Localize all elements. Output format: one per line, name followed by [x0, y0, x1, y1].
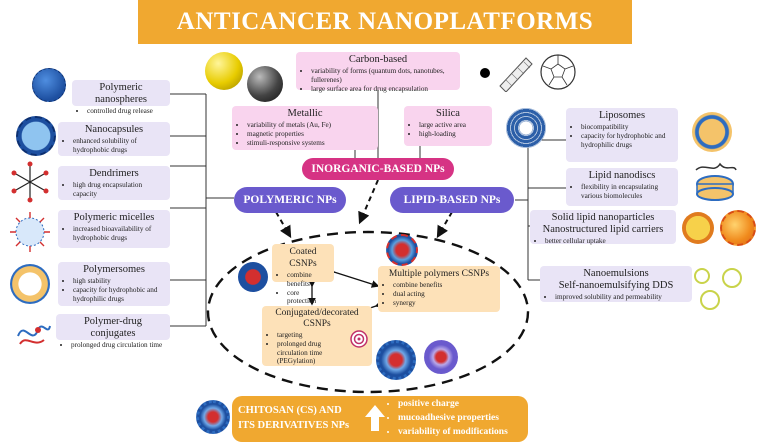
nanosphere-icon	[32, 68, 66, 102]
inorganic-category-label: INORGANIC-BASED NPs	[302, 158, 454, 180]
silica-title: Silica	[436, 108, 460, 119]
metallic-bullet: stimuli-responsive systems	[247, 139, 373, 148]
chitosan-banner: CHITOSAN (CS) AND ITS DERIVATIVES NPs po…	[232, 396, 528, 442]
metallic-bullet: variability of metals (Au, Fe)	[247, 121, 373, 130]
nanotube-icon	[499, 57, 533, 92]
chitosan-property: positive charge	[398, 397, 508, 411]
nanodiscs-title: Lipid nanodiscs	[588, 170, 656, 181]
fullerene-icon	[540, 54, 576, 90]
iron-nanoparticle-icon	[247, 66, 283, 102]
polymer-drug-conjugate-icon	[17, 325, 51, 345]
coated-bullet: core protection	[287, 289, 329, 307]
nanospheres-bullet: controlled drug release	[87, 107, 165, 116]
conjugated-bullet: prolonged drug circulation time (PEGylat…	[277, 340, 349, 366]
sln-title: Solid lipid nanoparticles	[551, 212, 655, 223]
solid-lipid-nanoparticles-box: Solid lipid nanoparticles Nanostructured…	[530, 210, 676, 246]
dendrimers-box: Dendrimers high drug encapsulation capac…	[58, 166, 170, 200]
dendrimers-title: Dendrimers	[89, 168, 139, 179]
nanoemulsion-icon	[722, 268, 742, 288]
polymersomes-title: Polymersomes	[83, 264, 145, 275]
conjugates-bullet: prolonged drug circulation time	[71, 341, 165, 350]
conjugates-title: Polymer-drug conjugates	[83, 316, 143, 339]
silica-box: Silica large active areahigh-loading	[404, 106, 492, 146]
polymer-drug-conjugates-box: Polymer-drug conjugates prolonged drug c…	[56, 314, 170, 349]
multiple-polymers-csnp-icon	[386, 234, 418, 266]
carbon-based-box: Carbon-based variability of forms (quant…	[296, 52, 460, 93]
coated-csnps-box: Coated CSNPs combine benefitscore protec…	[272, 244, 334, 305]
liposome-icon	[692, 112, 732, 152]
liposomes-title: Liposomes	[598, 110, 646, 121]
multiple-bullet: dual acting	[393, 290, 495, 299]
page-title: ANTICANCER NANOPLATFORMS	[138, 0, 632, 44]
coated-csnp-icon	[238, 262, 268, 292]
nanospheres-title: Polymeric nanospheres	[95, 82, 147, 105]
solid-lipid-nanoparticle-icon	[682, 212, 714, 244]
silica-bullet: large active area	[419, 121, 487, 130]
chitosan-label-line1: CHITOSAN (CS) AND	[238, 405, 342, 416]
nanoemulsions-bullet: improved solubility and permeability	[555, 293, 687, 302]
nanoemulsion-icon	[694, 268, 710, 284]
polymeric-micelles-box: Polymeric micelles increased bioavailabi…	[58, 210, 170, 248]
polymersomes-bullet: capacity for hydrophobic and hydrophilic…	[73, 286, 165, 304]
nanoemulsion-icon	[700, 290, 720, 310]
micelle-icon	[10, 212, 50, 252]
csnp-icon	[424, 340, 458, 374]
liposomes-box: Liposomes biocompatibilitycapacity for h…	[566, 108, 678, 162]
multiple-bullet: combine benefits	[393, 281, 495, 290]
conjugated-bullet: targeting	[277, 331, 349, 340]
snedds-title: Self-nanoemulsifying DDS	[558, 280, 674, 291]
carbon-bullet: large surface area for drug encapsulatio…	[311, 85, 455, 94]
liposomes-bullet: capacity for hydrophobic and hydrophilic…	[581, 132, 673, 150]
metallic-box: Metallic variability of metals (Au, Fe)m…	[232, 106, 378, 150]
nanocapsules-bullet: enhanced solubility of hydrophobic drugs	[73, 137, 165, 155]
metallic-bullet: magnetic properties	[247, 130, 373, 139]
conjugated-csnps-title-2: CSNPs	[303, 319, 331, 329]
dendrimers-bullet: high drug encapsulation capacity	[73, 181, 165, 199]
metallic-title: Metallic	[287, 108, 323, 119]
chitosan-property: mucoadhesive properties	[398, 411, 508, 425]
csnp-icon	[376, 340, 416, 380]
chitosan-label-line2: ITS DERIVATIVES NPs	[238, 420, 350, 431]
chitosan-nanoparticle-icon	[196, 400, 230, 434]
micelles-title: Polymeric micelles	[73, 212, 155, 223]
gold-nanoparticle-icon	[205, 52, 243, 90]
sln-bullet: better cellular uptake	[545, 237, 671, 246]
polymeric-category-label: POLYMERIC NPs	[234, 187, 346, 213]
quantum-dot-icon	[480, 68, 490, 78]
micelles-bullet: increased bioavailability of hydrophobic…	[73, 225, 165, 243]
nanoemulsions-title: Nanoemulsions	[583, 268, 649, 279]
nanostructured-lipid-carrier-icon	[720, 210, 756, 246]
nanocapsule-icon	[16, 116, 56, 156]
chitosan-label: CHITOSAN (CS) AND ITS DERIVATIVES NPs	[238, 403, 358, 433]
nanocapsules-box: Nanocapsules enhanced solubility of hydr…	[58, 122, 170, 156]
polymersomes-box: Polymersomes high stabilitycapacity for …	[58, 262, 170, 306]
nanoemulsions-box: Nanoemulsions Self-nanoemulsifying DDS i…	[540, 266, 692, 302]
polymeric-nanospheres-box: Polymeric nanospheres controlled drug re…	[72, 80, 170, 115]
nlc-title: Nanostructured lipid carriers	[542, 224, 664, 235]
nanodiscs-bullet: flexibility in encapsulating various bio…	[581, 183, 673, 201]
nanocapsules-title: Nanocapsules	[84, 124, 144, 135]
lipid-nanodisc-icon	[695, 162, 737, 201]
multiple-csnps-title: Multiple polymers CSNPs	[388, 269, 490, 279]
polymersome-icon	[10, 264, 50, 304]
silica-bullet: high-loading	[419, 130, 487, 139]
up-arrow-icon	[365, 405, 385, 431]
carbon-based-title: Carbon-based	[348, 54, 408, 65]
conjugated-csnps-box: Conjugated/decorated CSNPs targetingprol…	[262, 306, 372, 366]
dendrimer-icon	[11, 161, 49, 203]
silica-nanoparticle-icon	[506, 108, 546, 148]
multiple-polymers-csnps-box: Multiple polymers CSNPs combine benefits…	[378, 266, 500, 312]
liposomes-bullet: biocompatibility	[581, 123, 673, 132]
multiple-bullet: synergy	[393, 299, 495, 308]
coated-bullet: combine benefits	[287, 271, 329, 289]
carbon-bullet: variability of forms (quantum dots, nano…	[311, 67, 455, 85]
chitosan-property: variability of modifications	[398, 425, 508, 439]
conjugated-csnps-title: Conjugated/decorated	[275, 308, 359, 318]
lipid-nanodiscs-box: Lipid nanodiscs flexibility in encapsula…	[566, 168, 678, 206]
polymersomes-bullet: high stability	[73, 277, 165, 286]
target-icon	[350, 330, 368, 348]
coated-csnps-title: Coated CSNPs	[289, 247, 317, 269]
lipid-category-label: LIPID-BASED NPs	[390, 187, 514, 213]
